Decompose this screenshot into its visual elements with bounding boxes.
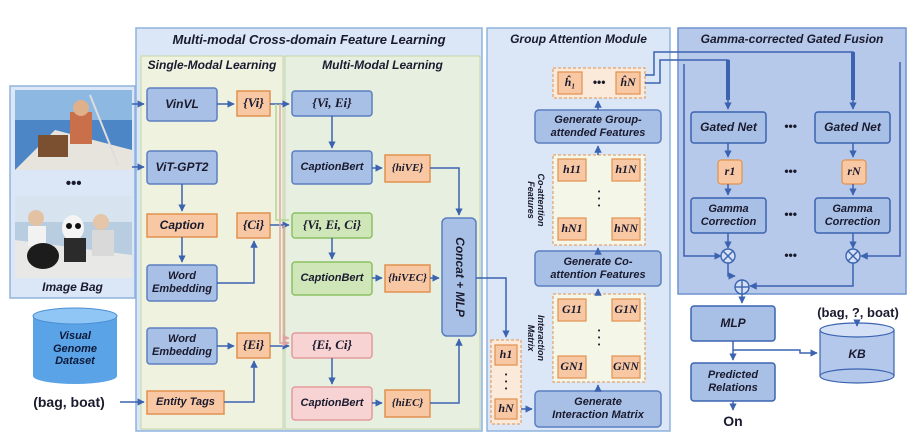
gamma-n-label: Gamma Correction: [824, 202, 881, 228]
fusion-dots-3: •••: [784, 207, 797, 222]
e-set-label: {Ei}: [242, 337, 265, 353]
feature-learning-title: Multi-modal Cross-domain Feature Learnin…: [172, 31, 446, 47]
g-matrix-dots: • • •: [597, 328, 601, 349]
h-ec-box: [384, 389, 431, 418]
coattn-features-label: Co-attention Features: [526, 173, 547, 227]
entity-pair-input: (bag, boat): [33, 393, 105, 410]
image-bag-photo-1: [15, 90, 132, 170]
h-ve-box: [384, 154, 431, 183]
output-on-label: On: [723, 412, 743, 429]
vinvl-label: VinVL: [165, 96, 199, 111]
green-connectors: [275, 104, 289, 221]
predicted-relations-label: Predicted Relations: [707, 369, 759, 394]
g-matrix-nn: GNN: [613, 359, 639, 374]
rn-label: rN: [847, 164, 861, 179]
h-column-h1: h1: [499, 347, 513, 362]
kb-query-label: (bag, ?, boat): [817, 304, 899, 320]
multi-modal-title: Multi-Modal Learning: [322, 58, 443, 73]
h-matrix-1n: h1N: [615, 162, 637, 177]
word-embedding-top-label: Word Embedding: [152, 270, 212, 295]
fusion-dots-2: •••: [784, 164, 797, 179]
h-top-1: ĥ₁: [564, 75, 576, 90]
h-vec-box: [384, 264, 431, 293]
entity-tags-label: Entity Tags: [156, 396, 215, 409]
g-matrix-1n: G1N: [614, 302, 638, 317]
gated-net-1-label: Gated Net: [700, 119, 757, 134]
visual-genome-database: [32, 307, 118, 384]
combine-marks: [722, 250, 859, 294]
mlp-label: MLP: [720, 315, 746, 330]
thick-connectors: [726, 52, 855, 100]
captionbert-3-label: CaptionBert: [300, 397, 364, 410]
caption-label: Caption: [159, 217, 205, 232]
captionbert-2-label: CaptionBert: [300, 272, 364, 285]
single-modal-title: Single-Modal Learning: [147, 58, 277, 73]
h-vec-label: {hiVEC}: [388, 272, 427, 285]
gen-interaction-label: Generate Interaction Matrix: [552, 396, 644, 421]
h-column-dots: • • •: [504, 371, 508, 393]
fusion-dots-4: •••: [784, 248, 797, 263]
h-top-n: ĥN: [620, 75, 636, 90]
group-attention-title: Group Attention Module: [510, 32, 647, 47]
concat-mlp-label: Concat + MLP: [452, 237, 467, 317]
image-bag-dots: •••: [65, 175, 82, 193]
pink-connectors: [279, 104, 290, 347]
captionbert-1-label: CaptionBert: [300, 161, 364, 174]
interaction-matrix-label: Interaction Matrix: [526, 314, 547, 361]
r1-label: r1: [724, 164, 736, 179]
fusion-dots-1: •••: [784, 119, 797, 134]
c-set-label: {Ci}: [242, 217, 265, 233]
h-matrix-nn: hNN: [613, 221, 638, 236]
g-matrix-n1: GN1: [560, 359, 584, 374]
gated-net-n-label: Gated Net: [824, 119, 881, 134]
v-set-label: {Vi}: [243, 95, 264, 111]
kb-cylinder: [819, 322, 895, 384]
gen-coattn-label: Generate Co- attention Features: [550, 255, 646, 281]
word-embedding-bottom-label: Word Embedding: [152, 333, 212, 358]
g-matrix-11: G11: [561, 302, 582, 317]
database-label: Visual Genome Dataset: [52, 330, 97, 368]
image-bag-label: Image Bag: [42, 280, 103, 295]
concat-mlp-box: [441, 217, 477, 337]
ve-input-label: {Vi, Ei}: [312, 95, 352, 111]
fusion-panel: [677, 27, 907, 295]
h-matrix-11: h11: [562, 162, 581, 177]
h-ve-label: {hiVE}: [391, 162, 424, 175]
rn-box: [841, 159, 867, 185]
h-matrix-dots: • • •: [597, 189, 601, 210]
h-top-dots: •••: [592, 75, 606, 90]
image-bag-photo-2: [15, 196, 132, 278]
vec-input-label: {Vi, Ei, Ci}: [302, 217, 362, 233]
fusion-title: Gamma-corrected Gated Fusion: [700, 32, 884, 47]
h-ec-label: {hiEC}: [391, 397, 424, 410]
gen-group-label: Generate Group- attended Features: [550, 113, 646, 139]
h-matrix-n1: hN1: [561, 221, 583, 236]
r1-box: [717, 159, 743, 185]
kb-label: KB: [848, 347, 866, 362]
vitgpt2-label: ViT-GPT2: [155, 159, 209, 174]
h-column-hn: hN: [498, 401, 514, 416]
ec-input-label: {Ei, Ci}: [311, 337, 353, 353]
gamma-1-label: Gamma Correction: [700, 202, 757, 228]
